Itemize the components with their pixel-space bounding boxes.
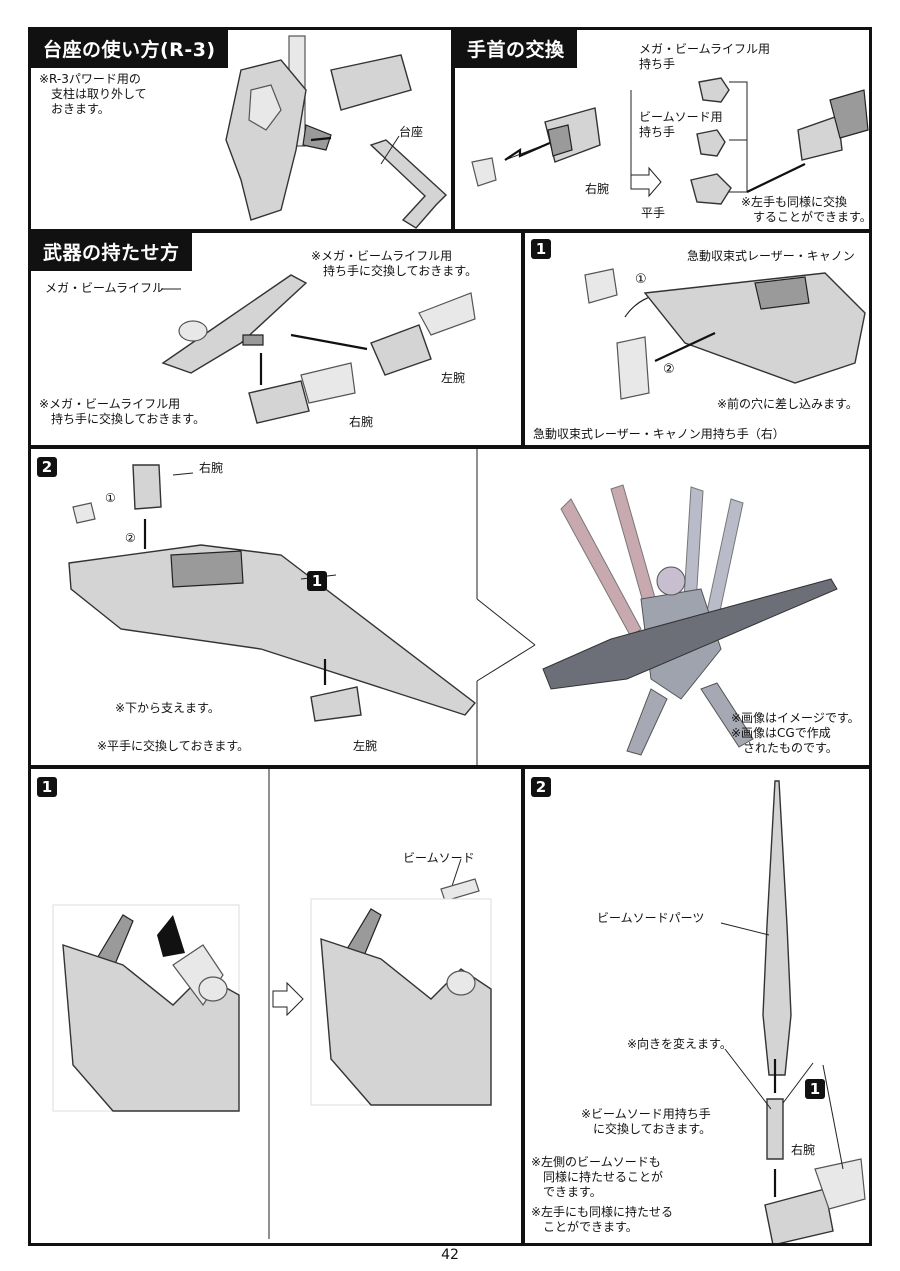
step-number: 2 — [531, 777, 551, 797]
panel-weapon-holding: 武器の持たせ方 メガ・ビームライフル ※メガ・ビームライフル用 持ち手に交換して… — [28, 230, 524, 448]
ref-step-number: 1 — [307, 571, 327, 591]
section-title-weapon: 武器の持たせ方 — [31, 233, 192, 271]
mega-rifle-hand-icon — [698, 77, 730, 103]
transition-arrow — [630, 90, 662, 198]
right-arm-weapon-illustration — [248, 353, 356, 424]
divider-callout — [476, 449, 536, 765]
panel-cannon-step2: 2 右腕 ① ② 1 ※下から支えます。 ※平手に交換しておきます。 左腕 ※画… — [28, 446, 872, 768]
cg-robot-render — [542, 484, 838, 756]
panel-saber-step2: 2 ビームソードパーツ ※向きを変えます。 1 ※ビームソード用持ち手 に交換し… — [522, 766, 872, 1246]
label-laser-cannon: 急動収束式レーザー・キャノン — [687, 249, 855, 263]
robot-on-base-illustration — [225, 35, 448, 229]
note-insert-hole: ※前の穴に差し込みます。 — [717, 397, 858, 411]
note-change-direction: ※向きを変えます。 — [627, 1037, 732, 1051]
panel-base-usage: 台座の使い方(R-3) ※R-3パワード用の 支柱は取り外して おきます。 台座 — [28, 27, 454, 232]
section-title-base: 台座の使い方(R-3) — [31, 30, 228, 68]
note-left-hand: ※左手も同様に交換 することができます。 — [741, 195, 872, 224]
note-left-saber: ※左側のビームソードも 同様に持たせることが できます。 — [531, 1155, 664, 1199]
beam-sword-part — [720, 780, 792, 1076]
mega-rifle-illustration — [161, 274, 308, 374]
note-top-swap-hand: ※メガ・ビームライフル用 持ち手に交換しておきます。 — [311, 249, 478, 278]
page-number: 42 — [441, 1247, 459, 1263]
label-right-arm: 右腕 — [199, 461, 224, 475]
label-left-arm: 左腕 — [353, 739, 378, 753]
label-right-arm: 右腕 — [585, 182, 610, 196]
flat-hand-icon — [690, 173, 732, 205]
bracket-line — [729, 81, 806, 193]
right-arm-illustration — [471, 107, 601, 187]
step-number: 1 — [37, 777, 57, 797]
leader-line-base — [380, 135, 400, 165]
left-arm-illustration — [290, 292, 476, 376]
note-remove-pillar: ※R-3パワード用の 支柱は取り外して おきます。 — [39, 72, 147, 116]
label-saber-hand: ビームソード用 持ち手 — [639, 110, 723, 139]
panel-saber-step1: 1 ビームソード — [28, 766, 524, 1246]
svg-text:②: ② — [663, 362, 675, 377]
label-beam-sword: ビームソード — [403, 851, 475, 865]
note-image-disclaimer: ※画像はイメージです。 ※画像はCGで作成 されたものです。 — [731, 711, 860, 755]
robot-back-saber-before — [52, 904, 240, 1112]
transition-arrow — [272, 981, 304, 1017]
label-beam-sword-parts: ビームソードパーツ — [597, 911, 705, 925]
cannon-long-barrel-illustration — [68, 464, 477, 722]
label-left-arm: 左腕 — [441, 371, 466, 385]
note-saber-hand: ※ビームソード用持ち手 に交換しておきます。 — [581, 1107, 712, 1136]
label-right-arm: 右腕 — [349, 415, 374, 429]
label-flat-hand: 平手 — [641, 206, 666, 220]
panel-wrist-swap: 手首の交換 右腕 メガ・ビームライフル用 持ち手 ビームソード用 持ち手 平手 … — [452, 27, 872, 232]
laser-cannon-illustration: ① ② — [584, 268, 866, 400]
svg-text:①: ① — [635, 272, 647, 287]
label-mega-rifle: メガ・ビームライフル — [45, 281, 165, 295]
note-left-hand: ※左手にも同様に持たせる ことができます。 — [531, 1205, 674, 1234]
ref-step-number: 1 — [805, 1079, 825, 1099]
step-number: 2 — [37, 457, 57, 477]
label-base: 台座 — [399, 125, 424, 139]
note-bottom-swap-hand: ※メガ・ビームライフル用 持ち手に交換しておきます。 — [39, 397, 206, 426]
divider-line — [268, 769, 270, 1239]
arm-with-hand-illustration — [797, 89, 869, 161]
mark-2: ② — [125, 531, 136, 545]
label-mega-hand: メガ・ビームライフル用 持ち手 — [639, 42, 771, 71]
beam-saber-hand-icon — [696, 129, 726, 157]
robot-back-saber-after — [310, 858, 492, 1106]
step-number: 1 — [531, 239, 551, 259]
section-title-wrist: 手首の交換 — [455, 30, 577, 68]
label-right-arm: 右腕 — [791, 1143, 816, 1157]
note-flat-hand: ※平手に交換しておきます。 — [97, 739, 250, 753]
note-support-below: ※下から支えます。 — [115, 701, 220, 715]
mark-1: ① — [105, 491, 116, 505]
panel-cannon-step1: 1 急動収束式レーザー・キャノン ① ② ※前の穴に差し込みます。 急動収束式レ… — [522, 230, 872, 448]
assembly-illustration — [724, 1048, 866, 1243]
label-cannon-hand: 急動収束式レーザー・キャノン用持ち手（右） — [533, 427, 785, 441]
